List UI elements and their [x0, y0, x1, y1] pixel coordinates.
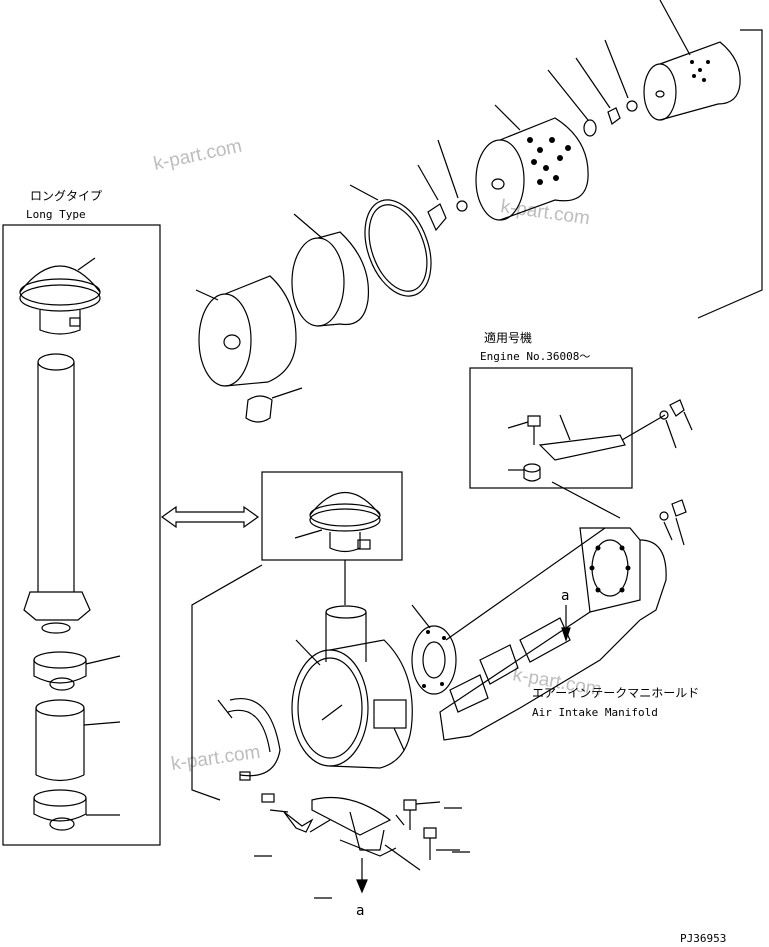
engine-serial-jp-label: 適用号機 — [484, 330, 532, 345]
watermark-4: k-part.com — [170, 742, 262, 775]
long-type-en-label: Long Type — [26, 208, 86, 221]
air-cleaner-exploded — [195, 0, 763, 423]
manifold-arrow-label: a — [561, 588, 569, 604]
manifold-en-label: Air Intake Manifold — [532, 706, 658, 719]
manifold-jp-label: エアーインテークマニホールド — [532, 686, 699, 700]
engine-serial-en-label: Engine No.36008～ — [480, 350, 590, 363]
engine-serial-panel: 適用号機 Engine No.36008～ — [469, 330, 693, 519]
long-type-frame — [2, 224, 161, 846]
manifold-nut — [671, 499, 687, 517]
short-cap-box — [261, 471, 403, 605]
watermark-1: k-part.com — [152, 136, 244, 175]
double-arrow — [160, 505, 260, 529]
drawing-code: PJ36953 — [680, 932, 726, 945]
air-cleaner-assembly: a — [191, 564, 470, 919]
manifold-washer — [659, 511, 669, 521]
bottom-arrow-label: a — [356, 903, 364, 919]
air-intake-manifold: a エアーインテークマニホールド Air Intake Manifold — [439, 527, 699, 741]
gasket — [411, 527, 606, 695]
long-type-jp-label: ロングタイプ — [30, 189, 102, 203]
engine-serial-frame — [469, 367, 633, 489]
long-type-panel: ロングタイプ Long Type — [2, 189, 161, 846]
